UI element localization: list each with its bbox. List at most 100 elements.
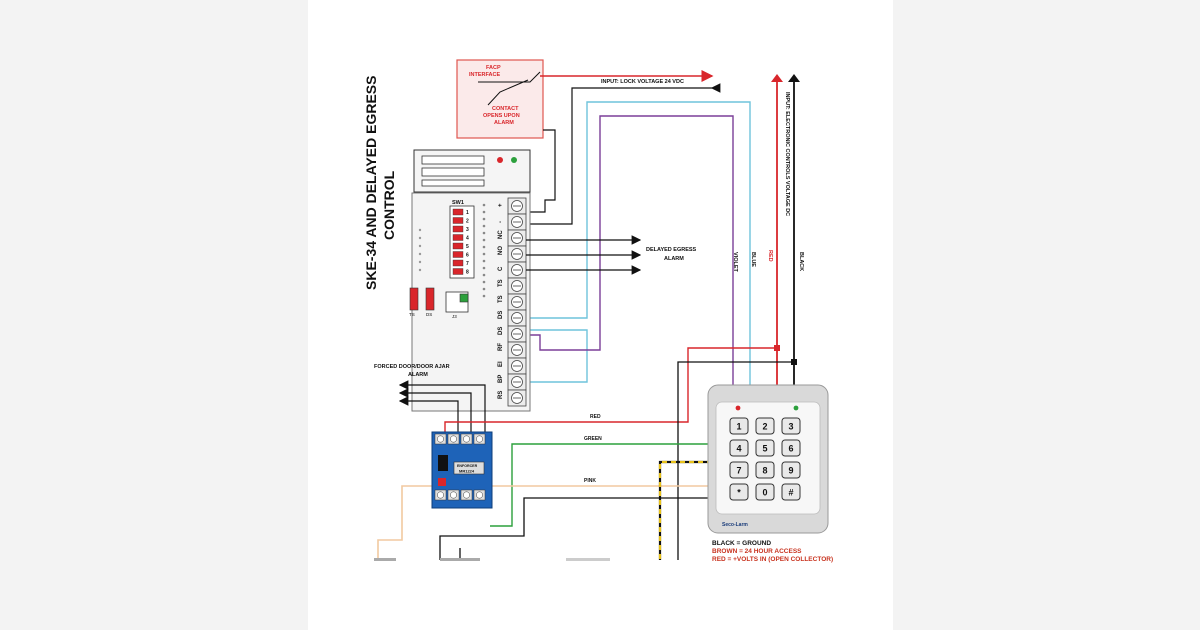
board-pad — [482, 245, 486, 249]
terminal-label: + — [498, 203, 504, 207]
board-pad — [418, 268, 422, 272]
board-pad — [418, 236, 422, 240]
pink-wire — [377, 485, 712, 560]
ground-wire — [677, 361, 794, 560]
keypad-key[interactable] — [729, 483, 749, 501]
keypad-led-green — [793, 405, 799, 411]
keypad-key[interactable] — [781, 417, 801, 435]
keypad-key[interactable] — [781, 461, 801, 479]
board-pad — [418, 228, 422, 232]
diagram-title: SKE-34 AND DELAYED EGRESS CONTROL — [363, 76, 397, 290]
relay-brand: ENFORCER — [457, 464, 478, 468]
facp-contact-3: ALARM — [494, 120, 514, 126]
terminal-label: TS — [498, 295, 504, 303]
dip-switch-6 — [452, 251, 464, 258]
facp-switch — [478, 71, 541, 83]
terminal-label: RF — [498, 343, 504, 351]
keypad-key[interactable] — [755, 439, 775, 457]
relay-module: ENFORCER MR1224 — [431, 431, 493, 509]
keypad-key[interactable] — [781, 483, 801, 501]
keypad-key[interactable] — [729, 439, 749, 457]
input-electronic-label: INPUT: ELECTRONIC CONTROLS VOLTAGE DC — [784, 92, 790, 216]
relay-model: MR1224 — [459, 469, 475, 474]
forced-door-arrow-1 — [398, 380, 486, 432]
dip-number: 2 — [466, 219, 469, 225]
keypad-key[interactable] — [755, 461, 775, 479]
board-pad — [482, 217, 486, 221]
delayed-egress-label-2: ALARM — [664, 256, 684, 262]
title-line-2: CONTROL — [381, 170, 397, 240]
black-wire-bottom — [439, 497, 712, 560]
legend-black: BLACK = GROUND — [712, 540, 771, 547]
dip-number: 3 — [466, 227, 469, 233]
mag-lock — [413, 149, 531, 193]
right-margin — [893, 0, 1200, 630]
terminal-label: TS — [498, 279, 504, 287]
yellow-wire-base — [658, 460, 712, 560]
dip-number: 7 — [466, 261, 469, 267]
forced-door-label-2: ALARM — [408, 372, 428, 378]
facp-box — [456, 59, 544, 139]
terminal-label: C — [498, 266, 504, 271]
board-pad — [482, 294, 486, 298]
jumper-label-ds: DS — [426, 312, 432, 317]
green-wire-label: GREEN — [584, 436, 602, 442]
keypad-key[interactable] — [755, 417, 775, 435]
dip-number: 6 — [466, 253, 469, 259]
keypad-key[interactable] — [729, 461, 749, 479]
terminal-label: NC — [498, 230, 504, 239]
keypad-key-label: 6 — [788, 444, 793, 454]
keypad-key-label: 4 — [736, 444, 741, 454]
black-vertical-label: BLACK — [798, 252, 804, 271]
terminal-label: EI — [498, 361, 504, 367]
keypad-key[interactable] — [755, 483, 775, 501]
jumper-ts — [409, 287, 419, 311]
black-junction — [791, 359, 797, 365]
terminal-label: BP — [498, 375, 504, 383]
keypad-brand: Seco-Larm — [722, 522, 748, 528]
dip-number: 5 — [466, 244, 469, 250]
keypad-key[interactable] — [781, 439, 801, 457]
input-electronic-label-group: INPUT: ELECTRONIC CONTROLS VOLTAGE DC — [784, 92, 790, 216]
dip-switch-3 — [452, 225, 464, 233]
red-wire-relay — [444, 347, 777, 432]
terminal-label: - — [498, 221, 504, 223]
board-pad — [482, 280, 486, 284]
keypad-key-label: 9 — [788, 466, 793, 476]
relay-label-plate — [453, 461, 485, 475]
lock-voltage-black-wire — [520, 83, 721, 225]
violet-wire — [520, 115, 734, 385]
keypad-key-label: 1 — [736, 422, 741, 432]
ground-bar-3 — [566, 558, 610, 561]
board-pad — [482, 273, 486, 277]
dip-number: 4 — [466, 236, 469, 242]
keypad-key-label: 7 — [736, 466, 741, 476]
keypad-key-label: 5 — [762, 444, 767, 454]
board-pad — [482, 203, 486, 207]
facp-contact-1: CONTACT — [492, 106, 519, 112]
dip-switch-2 — [452, 217, 464, 224]
keypad-key[interactable] — [729, 417, 749, 435]
board-pad — [482, 287, 486, 291]
red-arrow-head — [771, 74, 783, 82]
relay-component — [438, 455, 448, 471]
green-wire — [490, 443, 710, 527]
facp-title-2: INTERFACE — [469, 72, 501, 78]
forced-door-label-1: FORCED DOOR/DOOR AJAR — [374, 364, 450, 370]
jumper-label-ts: TS — [409, 312, 415, 317]
board-pad — [482, 210, 486, 214]
keypad-led-red — [735, 405, 741, 411]
left-margin — [0, 0, 308, 630]
board-pad — [418, 244, 422, 248]
facp-contact-2: OPENS UPON — [483, 113, 520, 119]
title-line-1: SKE-34 AND DELAYED EGRESS — [363, 76, 379, 290]
jumper-ds — [425, 287, 435, 311]
terminal-label: RS — [498, 391, 504, 399]
blue-wire-label: BLUE — [750, 252, 756, 267]
dip-switch-5 — [452, 242, 464, 250]
keypad-key-label: # — [788, 488, 793, 498]
board-pad — [418, 252, 422, 256]
blue-wire — [520, 101, 751, 385]
